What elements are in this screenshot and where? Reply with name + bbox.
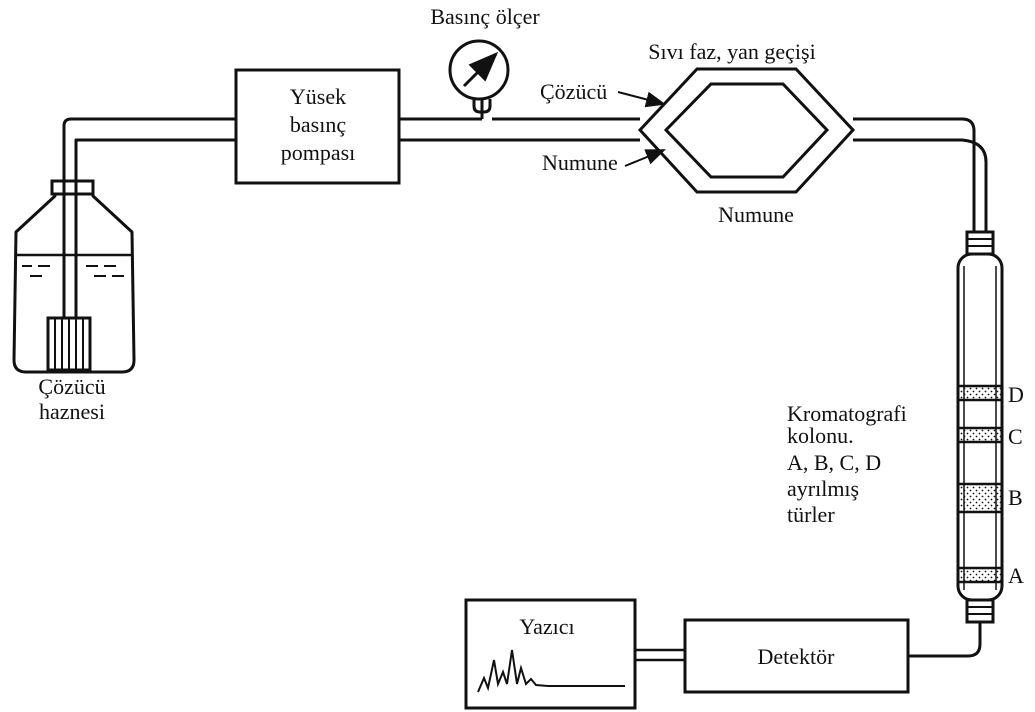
- reservoir-cap: [50, 179, 95, 196]
- intake-filter: [46, 316, 92, 372]
- recorder-label: Yazıcı: [519, 614, 574, 639]
- band-label-b: B: [1008, 485, 1023, 510]
- gauge-label: Basınç ölçer: [430, 4, 540, 29]
- detector: Detektör: [683, 618, 910, 694]
- band-a: [956, 566, 1004, 584]
- reservoir-label: Çözücü haznesi: [38, 374, 105, 424]
- intake-tubing: [62, 117, 236, 318]
- column-desc-line4: ayrılmış: [787, 476, 859, 501]
- band-c: [956, 426, 1004, 444]
- sample-loop-bypass: Sıvı faz, yan geçişi Çözücü Numune Numun…: [540, 39, 856, 227]
- bypass-label: Sıvı faz, yan geçişi: [648, 39, 815, 64]
- band-label-a: A: [1008, 563, 1024, 588]
- band-label-c: C: [1008, 424, 1023, 449]
- column-desc-line5: türler: [787, 502, 835, 527]
- separated-bands: [956, 384, 1004, 584]
- reservoir-label-line1: Çözücü: [38, 374, 105, 399]
- sample-loop-label: Numune: [718, 202, 794, 227]
- pump-label-line2: basınç: [290, 112, 346, 137]
- band-d: [956, 384, 1004, 402]
- column-description: Kromatografi kolonu. A, B, C, D ayrılmış…: [787, 401, 907, 527]
- solvent-line-label: Çözücü: [540, 79, 607, 104]
- pump-label-line1: Yüsek: [290, 84, 346, 109]
- reservoir-label-line2: haznesi: [39, 399, 105, 424]
- band-label-d: D: [1008, 382, 1024, 407]
- liquid-ripples: [22, 265, 124, 277]
- main-tubing: [399, 117, 640, 142]
- chromatography-column: D C B A Kromatografi kolonu. A, B, C, D …: [787, 230, 1024, 624]
- pressure-gauge: Basınç ölçer: [430, 4, 540, 119]
- high-pressure-pump: Yüsek basınç pompası: [234, 68, 401, 185]
- column-desc-line2: kolonu.: [787, 423, 854, 448]
- pump-label-line3: pompası: [281, 140, 356, 165]
- column-bottom-fitting: [965, 598, 995, 624]
- column-desc-line1: Kromatografi: [787, 401, 907, 426]
- band-b: [956, 482, 1004, 514]
- signal-cable: [635, 648, 685, 662]
- sample-line-label: Numune: [542, 150, 618, 175]
- detector-label: Detektör: [758, 644, 836, 669]
- column-top-fitting: [965, 230, 995, 256]
- recorder: Yazıcı: [464, 598, 637, 710]
- solvent-reservoir: [12, 179, 136, 374]
- detector-feed-tubing: [908, 622, 982, 658]
- column-desc-line3: A, B, C, D: [787, 450, 881, 475]
- chromatogram-trace: [477, 649, 625, 693]
- column-feed-tubing: [853, 117, 988, 232]
